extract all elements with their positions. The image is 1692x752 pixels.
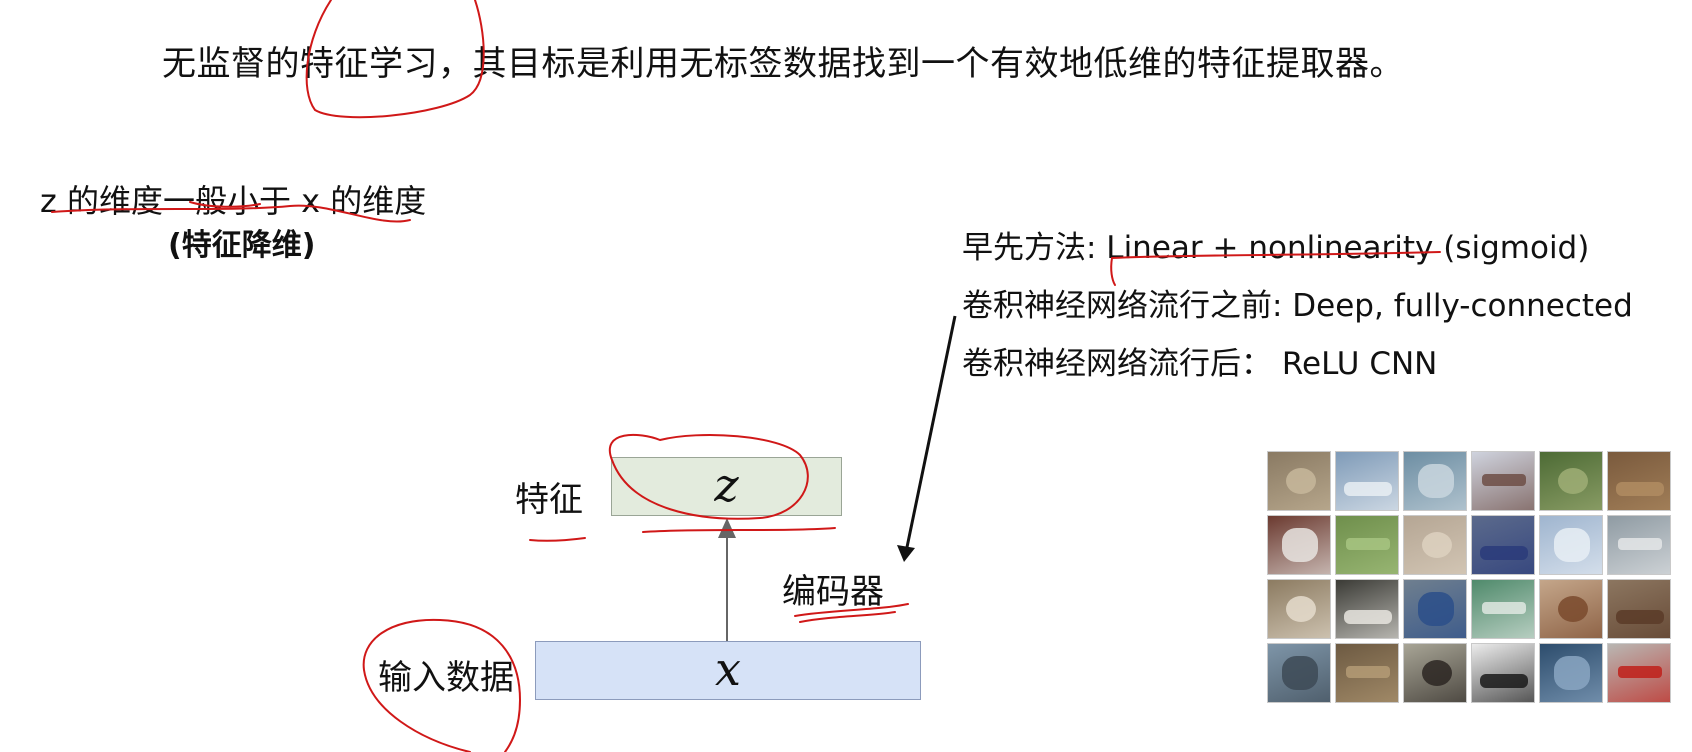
bird-thumbnail bbox=[1539, 643, 1603, 703]
feature-label: 特征 bbox=[515, 480, 583, 520]
plane-dark-thumbnail bbox=[1471, 643, 1535, 703]
thumbnail-subject bbox=[1282, 528, 1318, 562]
thumbnail-subject bbox=[1480, 546, 1528, 560]
truck-white-thumbnail bbox=[1607, 515, 1671, 575]
feature-box: z bbox=[611, 457, 842, 516]
truck-thumbnail bbox=[1403, 579, 1467, 639]
boat-thumbnail bbox=[1335, 451, 1399, 511]
thumbnail-subject bbox=[1618, 538, 1662, 550]
thumbnail-subject bbox=[1346, 538, 1390, 550]
thumbnail-subject bbox=[1418, 592, 1454, 626]
thumbnail-subject bbox=[1422, 532, 1452, 558]
thumbnail-subject bbox=[1618, 666, 1662, 678]
cat-thumbnail bbox=[1267, 451, 1331, 511]
thumbnail-subject bbox=[1344, 610, 1392, 624]
encoder-label: 编码器 bbox=[782, 572, 884, 612]
horse-thumbnail bbox=[1607, 579, 1671, 639]
frog-green-thumbnail bbox=[1335, 515, 1399, 575]
toad-thumbnail bbox=[1607, 451, 1671, 511]
thumbnail-subject bbox=[1616, 610, 1664, 624]
dimension-reduction-note: (特征降维) bbox=[168, 228, 316, 263]
thumbnail-subject bbox=[1422, 660, 1452, 686]
horse-white-thumbnail bbox=[1335, 579, 1399, 639]
headline: 无监督的特征学习，其目标是利用无标签数据找到一个有效地低维的特征提取器。 bbox=[162, 44, 1404, 84]
thumbnail-subject bbox=[1482, 602, 1526, 614]
method-early: 早先方法: Linear + nonlinearity (sigmoid) bbox=[962, 230, 1590, 266]
car-thumbnail bbox=[1267, 515, 1331, 575]
thumbnail-subject bbox=[1554, 656, 1590, 690]
thumbnail-subject bbox=[1286, 468, 1316, 494]
boat-green-thumbnail bbox=[1471, 579, 1535, 639]
ship-thumbnail bbox=[1403, 451, 1467, 511]
thumbnail-subject bbox=[1616, 482, 1664, 496]
input-symbol: x bbox=[715, 641, 741, 696]
encoder-arrow-head bbox=[718, 518, 736, 538]
handwritten-annotations bbox=[51, 0, 1441, 752]
thumbnail-subject bbox=[1344, 482, 1392, 496]
thumbnail-subject bbox=[1346, 666, 1390, 678]
thumbnail-subject bbox=[1554, 528, 1590, 562]
jet-thumbnail bbox=[1539, 515, 1603, 575]
harbor-thumbnail bbox=[1267, 643, 1331, 703]
frog-thumbnail bbox=[1539, 451, 1603, 511]
thumbnail-subject bbox=[1418, 464, 1454, 498]
input-label: 输入数据 bbox=[378, 658, 514, 698]
firetruck-thumbnail bbox=[1607, 643, 1671, 703]
horse-dark-thumbnail bbox=[1403, 643, 1467, 703]
pointer-arrow-head bbox=[897, 545, 915, 562]
puppy-thumbnail bbox=[1539, 579, 1603, 639]
thumbnail-subject bbox=[1282, 656, 1318, 690]
dimension-note: z 的维度一般小于 x 的维度 bbox=[40, 182, 427, 220]
thumbnail-subject bbox=[1482, 474, 1526, 486]
feature-symbol: z bbox=[714, 457, 739, 512]
thumbnail-subject bbox=[1558, 596, 1588, 622]
frog-brown-thumbnail bbox=[1335, 643, 1399, 703]
method-after-cnn: 卷积神经网络流行后： ReLU CNN bbox=[962, 346, 1438, 382]
airplane-thumbnail bbox=[1471, 451, 1535, 511]
method-before-cnn: 卷积神经网络流行之前: Deep, fully-connected bbox=[962, 288, 1633, 324]
thumbnail-subject bbox=[1480, 674, 1528, 688]
image-sample-grid bbox=[1267, 451, 1671, 703]
cat-light-thumbnail bbox=[1403, 515, 1467, 575]
thumbnail-subject bbox=[1558, 468, 1588, 494]
dog-thumbnail bbox=[1267, 579, 1331, 639]
input-box: x bbox=[535, 641, 921, 700]
pointer-arrow bbox=[904, 315, 957, 553]
truck-blue-thumbnail bbox=[1471, 515, 1535, 575]
thumbnail-subject bbox=[1286, 596, 1316, 622]
